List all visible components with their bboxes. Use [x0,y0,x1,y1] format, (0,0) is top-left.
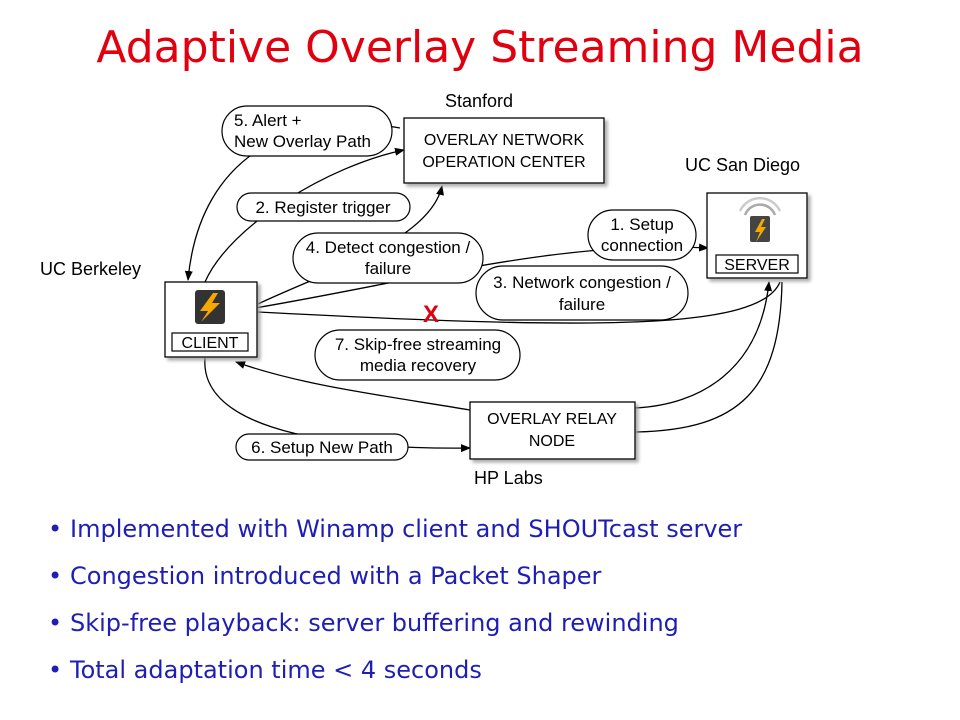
arrow-relay-to-server [634,281,773,409]
server-node: SERVER [706,192,808,279]
bullet-text: Congestion introduced with a Packet Shap… [70,562,602,590]
relay-label-line2: NODE [529,433,575,450]
arrow-congestion-path [257,281,781,324]
step-5-line2: New Overlay Path [234,132,371,151]
step-5-bubble: 5. Alert + New Overlay Path [221,105,393,157]
step-4-line1: 4. Detect congestion / [306,238,471,257]
step-4-line2: failure [365,259,411,278]
arrow-server-to-relay [635,281,783,433]
server-label: SERVER [724,257,790,274]
step-3-line2: failure [559,295,605,314]
step-2-label: 2. Register trigger [255,198,390,217]
step-2-bubble: 2. Register trigger [236,192,411,222]
bullet-list: •Implemented with Winamp client and SHOU… [48,512,742,700]
place-berkeley: UC Berkeley [40,259,141,279]
step-6-bubble: 6. Setup New Path [235,433,409,461]
bullet-text: Total adaptation time < 4 seconds [70,656,482,684]
step-4-bubble: 4. Detect congestion / failure [292,232,484,284]
bullet-text: Implemented with Winamp client and SHOUT… [70,515,743,543]
client-label: CLIENT [182,335,239,352]
step-7-bubble: 7. Skip-free streaming media recovery [314,329,521,381]
step-3-line1: 3. Network congestion / [493,273,671,292]
relay-label-line1: OVERLAY RELAY [487,411,617,428]
relay-node: OVERLAY RELAY NODE [469,401,636,460]
failure-x-mark: X [423,301,439,328]
step-5-line1: 5. Alert + [234,111,302,130]
onoc-label-line2: OPERATION CENTER [422,154,585,171]
bullet-dot: • [48,515,63,543]
bullet-text: Skip-free playback: server buffering and… [70,609,679,637]
slide-title: Adaptive Overlay Streaming Media [96,22,864,73]
step-3-bubble: 3. Network congestion / failure [475,265,689,321]
bullet-dot: • [48,609,63,637]
step-1-bubble: 1. Setup connection [587,209,697,261]
place-stanford: Stanford [445,91,513,111]
bullet-item: •Congestion introduced with a Packet Sha… [48,559,742,606]
step-7-line1: 7. Skip-free streaming [335,335,501,354]
client-node: CLIENT [164,281,258,358]
bullet-dot: • [48,656,63,684]
bullet-item: •Total adaptation time < 4 seconds [48,653,742,700]
onoc-node: OVERLAY NETWORK OPERATION CENTER [403,117,605,184]
place-hplabs: HP Labs [474,468,543,488]
shoutcast-icon [738,196,782,242]
step-6-label: 6. Setup New Path [251,438,393,457]
place-ucsd: UC San Diego [685,155,800,175]
winamp-icon [195,290,225,324]
step-7-line2: media recovery [360,356,477,375]
bullet-dot: • [48,562,63,590]
arrow-relay-to-client [235,361,471,411]
step-1-line1: 1. Setup [610,215,673,234]
onoc-label-line1: OVERLAY NETWORK [424,132,585,149]
overlay-diagram: OVERLAY NETWORK OPERATION CENTER SERVER … [40,91,808,488]
step-1-line2: connection [601,236,683,255]
bullet-item: •Implemented with Winamp client and SHOU… [48,512,742,559]
bullet-item: •Skip-free playback: server buffering an… [48,606,742,653]
